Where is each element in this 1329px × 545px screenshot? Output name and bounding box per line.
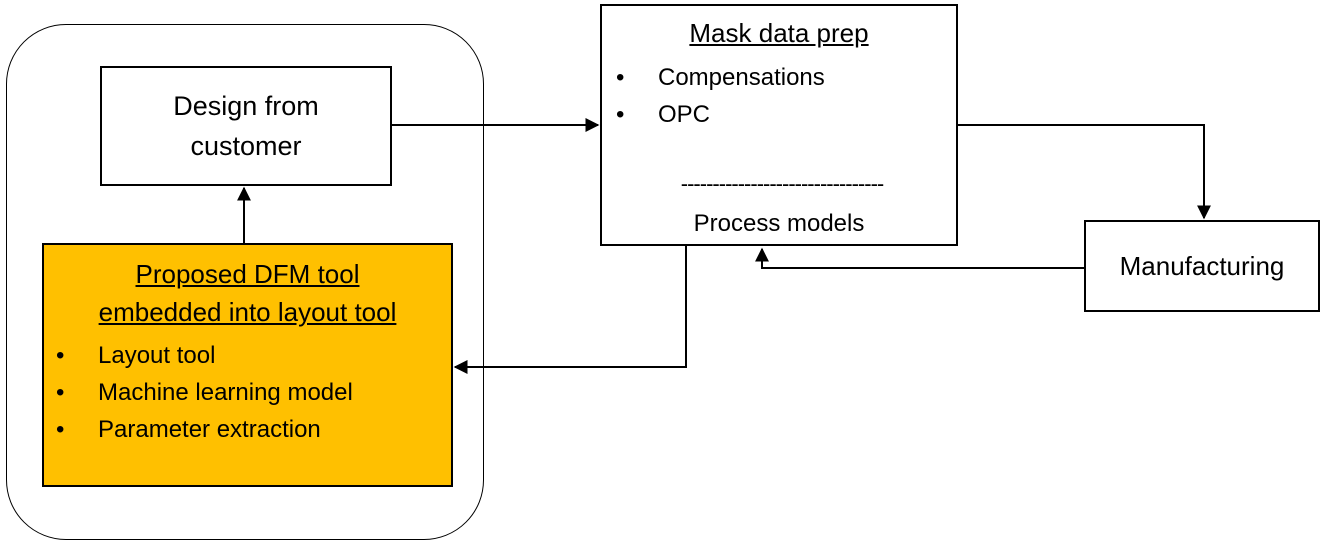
dfm-title-line-1: Proposed DFM tool	[135, 259, 360, 289]
list-item: • Parameter extraction	[56, 411, 353, 448]
manufacturing-box: Manufacturing	[1084, 220, 1320, 312]
mask-item-label: Compensations	[658, 64, 825, 91]
list-item: • OPC	[616, 96, 825, 133]
dfm-tool-box: Proposed DFM tool embedded into layout t…	[42, 243, 453, 487]
mask-data-prep-list: • Compensations • OPC	[616, 59, 825, 133]
dfm-group-container	[6, 24, 484, 540]
list-item: • Machine learning model	[56, 374, 353, 411]
mask-item-label: OPC	[658, 101, 711, 128]
dfm-item-label: Machine learning model	[98, 379, 353, 406]
bullet-icon: •	[56, 342, 65, 369]
dfm-tool-title: Proposed DFM tool embedded into layout t…	[44, 255, 451, 331]
bullet-icon: •	[56, 379, 65, 406]
dfm-item-label: Layout tool	[98, 342, 216, 369]
dfm-title-line-2: embedded into layout tool	[98, 297, 397, 327]
design-box-line-1: Design from	[173, 91, 319, 121]
manufacturing-label: Manufacturing	[1119, 250, 1285, 281]
list-item: • Layout tool	[56, 337, 353, 374]
dfm-tool-list: • Layout tool • Machine learning model • Pa…	[56, 337, 353, 448]
process-models-label: Process models	[693, 210, 865, 237]
arrow-mask-to-dfm	[453, 246, 687, 374]
dfm-item-label: Parameter extraction	[98, 416, 321, 443]
bullet-icon: •	[56, 416, 65, 443]
bullet-icon: •	[616, 101, 625, 128]
bullet-icon: •	[616, 64, 625, 91]
arrow-manufacturing-to-process-models	[755, 247, 1084, 269]
design-box-line-2: customer	[190, 131, 302, 161]
list-item: • Compensations	[616, 59, 825, 96]
design-from-customer-box: Design from customer	[100, 66, 392, 186]
mask-data-prep-box: Mask data prep • Compensations • OPC -----…	[600, 4, 958, 246]
mask-data-prep-title: Mask data prep	[689, 18, 869, 48]
mask-separator: --------------------------------	[680, 174, 884, 194]
arrow-mask-to-manufacturing	[958, 124, 1211, 220]
